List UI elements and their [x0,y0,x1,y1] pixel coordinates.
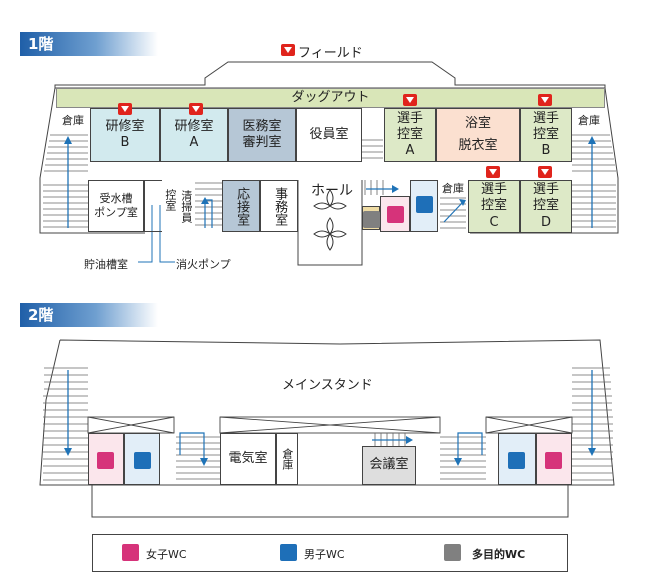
oil-tank-room-label: 貯油槽室 [84,258,128,271]
fire-pump-label: 消火ポンプ [176,258,231,271]
electrical-room-label: 電気室 [228,450,268,466]
reception-room: 応接室 [222,180,260,232]
medical-umpire-room: 医務室 審判室 [228,108,296,162]
medical-room-label: 医務室 [242,118,282,134]
locker-room-c-letter: C [489,214,499,230]
meeting-room: 会議室 [362,446,416,485]
male-wc-icon [508,452,525,469]
locker-room-c-label2: 控室 [480,198,507,214]
male-wc-icon [280,544,297,561]
water-tank-pump-room: 受水槽 ポンプ室 [88,180,144,232]
locker-room-a-letter: A [405,143,415,159]
office-label: 事務室 [272,186,288,226]
locker-room-d: 選手 控室 D [520,180,572,233]
small-rooms-block [144,180,162,232]
locker-room-d-label2: 控室 [532,198,559,214]
locker-room-c: 選手 控室 C [468,180,520,233]
female-wc-icon [545,452,562,469]
field-access-marker-icon [538,166,552,178]
field-access-marker-icon [538,94,552,106]
locker-room-b-label1: 選手 [532,110,559,126]
field-access-marker-icon [403,94,417,106]
locker-room-a-label2: 控室 [396,126,423,142]
training-room-a-label: 研修室 [174,118,214,134]
office: 事務室 [260,180,298,232]
training-room-a-letter: A [189,135,199,150]
locker-room-a-label1: 選手 [396,110,423,126]
electrical-room: 電気室 [220,433,276,485]
multipurpose-wc-icon [444,544,461,561]
locker-room-c-label1: 選手 [480,182,507,198]
changing-room-label: 脱衣室 [458,138,498,153]
locker-room-b: 選手 控室 B [520,108,572,162]
multipurpose-wc-icon [363,211,380,228]
wc-female-1f [380,196,410,232]
storage-2f: 倉庫 [276,433,298,485]
storage-right: 倉庫 [572,108,606,134]
storage-left-label: 倉庫 [62,114,84,128]
bath-changing-room: 浴室 脱衣室 [436,108,520,162]
storage-mid-label: 倉庫 [442,182,464,196]
meeting-room-label: 会議室 [369,457,409,473]
legend-male-label: 男子WC [304,548,345,561]
field-marker-icon [281,44,295,56]
pump-room-label: ポンプ室 [94,206,138,219]
locker-room-b-letter: B [541,143,551,159]
cleaning-staff-room: 清掃員 [178,184,194,228]
field-access-marker-icon [486,166,500,178]
training-room-b-letter: B [120,135,130,150]
legend-female-label: 女子WC [146,548,187,561]
storage-left: 倉庫 [56,108,90,134]
storage-2f-label: 倉庫 [280,448,294,470]
reception-room-label: 応接室 [234,186,250,226]
officers-room: 役員室 [296,108,362,162]
waiting-room-label: 控室 [163,189,177,211]
training-room-b: 研修室 B [90,108,160,162]
cleaning-staff-label: 清掃員 [179,189,193,223]
female-wc-icon [122,544,139,561]
locker-room-b-label2: 控室 [532,126,559,142]
floor-2-label: 2階 [20,303,158,327]
officers-room-label: 役員室 [309,126,349,142]
umpire-room-label: 審判室 [242,135,282,150]
waiting-room: 控室 [162,184,178,216]
legend-multi-label: 多目的WC [472,548,526,561]
floor-1-label: 1階 [20,32,158,56]
hall-label: ホール [311,183,353,199]
training-room-a: 研修室 A [160,108,228,162]
dugout-label: ダッグアウト [291,89,370,105]
locker-room-d-label1: 選手 [532,182,559,198]
floor-1-label-text: 1階 [28,35,54,53]
locker-room-a: 選手 控室 A [384,108,436,162]
field-label: フィールド [298,46,363,61]
storage-mid: 倉庫 [438,180,468,198]
male-wc-icon [416,196,433,213]
main-stand-label: メインスタンド [282,378,373,393]
legend [92,534,568,572]
field-access-marker-icon [189,103,203,115]
bath-label: 浴室 [464,115,491,131]
dugout: ダッグアウト [56,88,605,108]
water-tank-label: 受水槽 [99,192,133,206]
female-wc-icon [387,206,404,223]
floor-2-label-text: 2階 [28,306,54,324]
male-wc-icon [134,452,151,469]
locker-room-d-letter: D [540,214,551,230]
storage-right-label: 倉庫 [578,114,600,128]
field-access-marker-icon [118,103,132,115]
female-wc-icon [97,452,114,469]
training-room-b-label: 研修室 [105,118,145,134]
